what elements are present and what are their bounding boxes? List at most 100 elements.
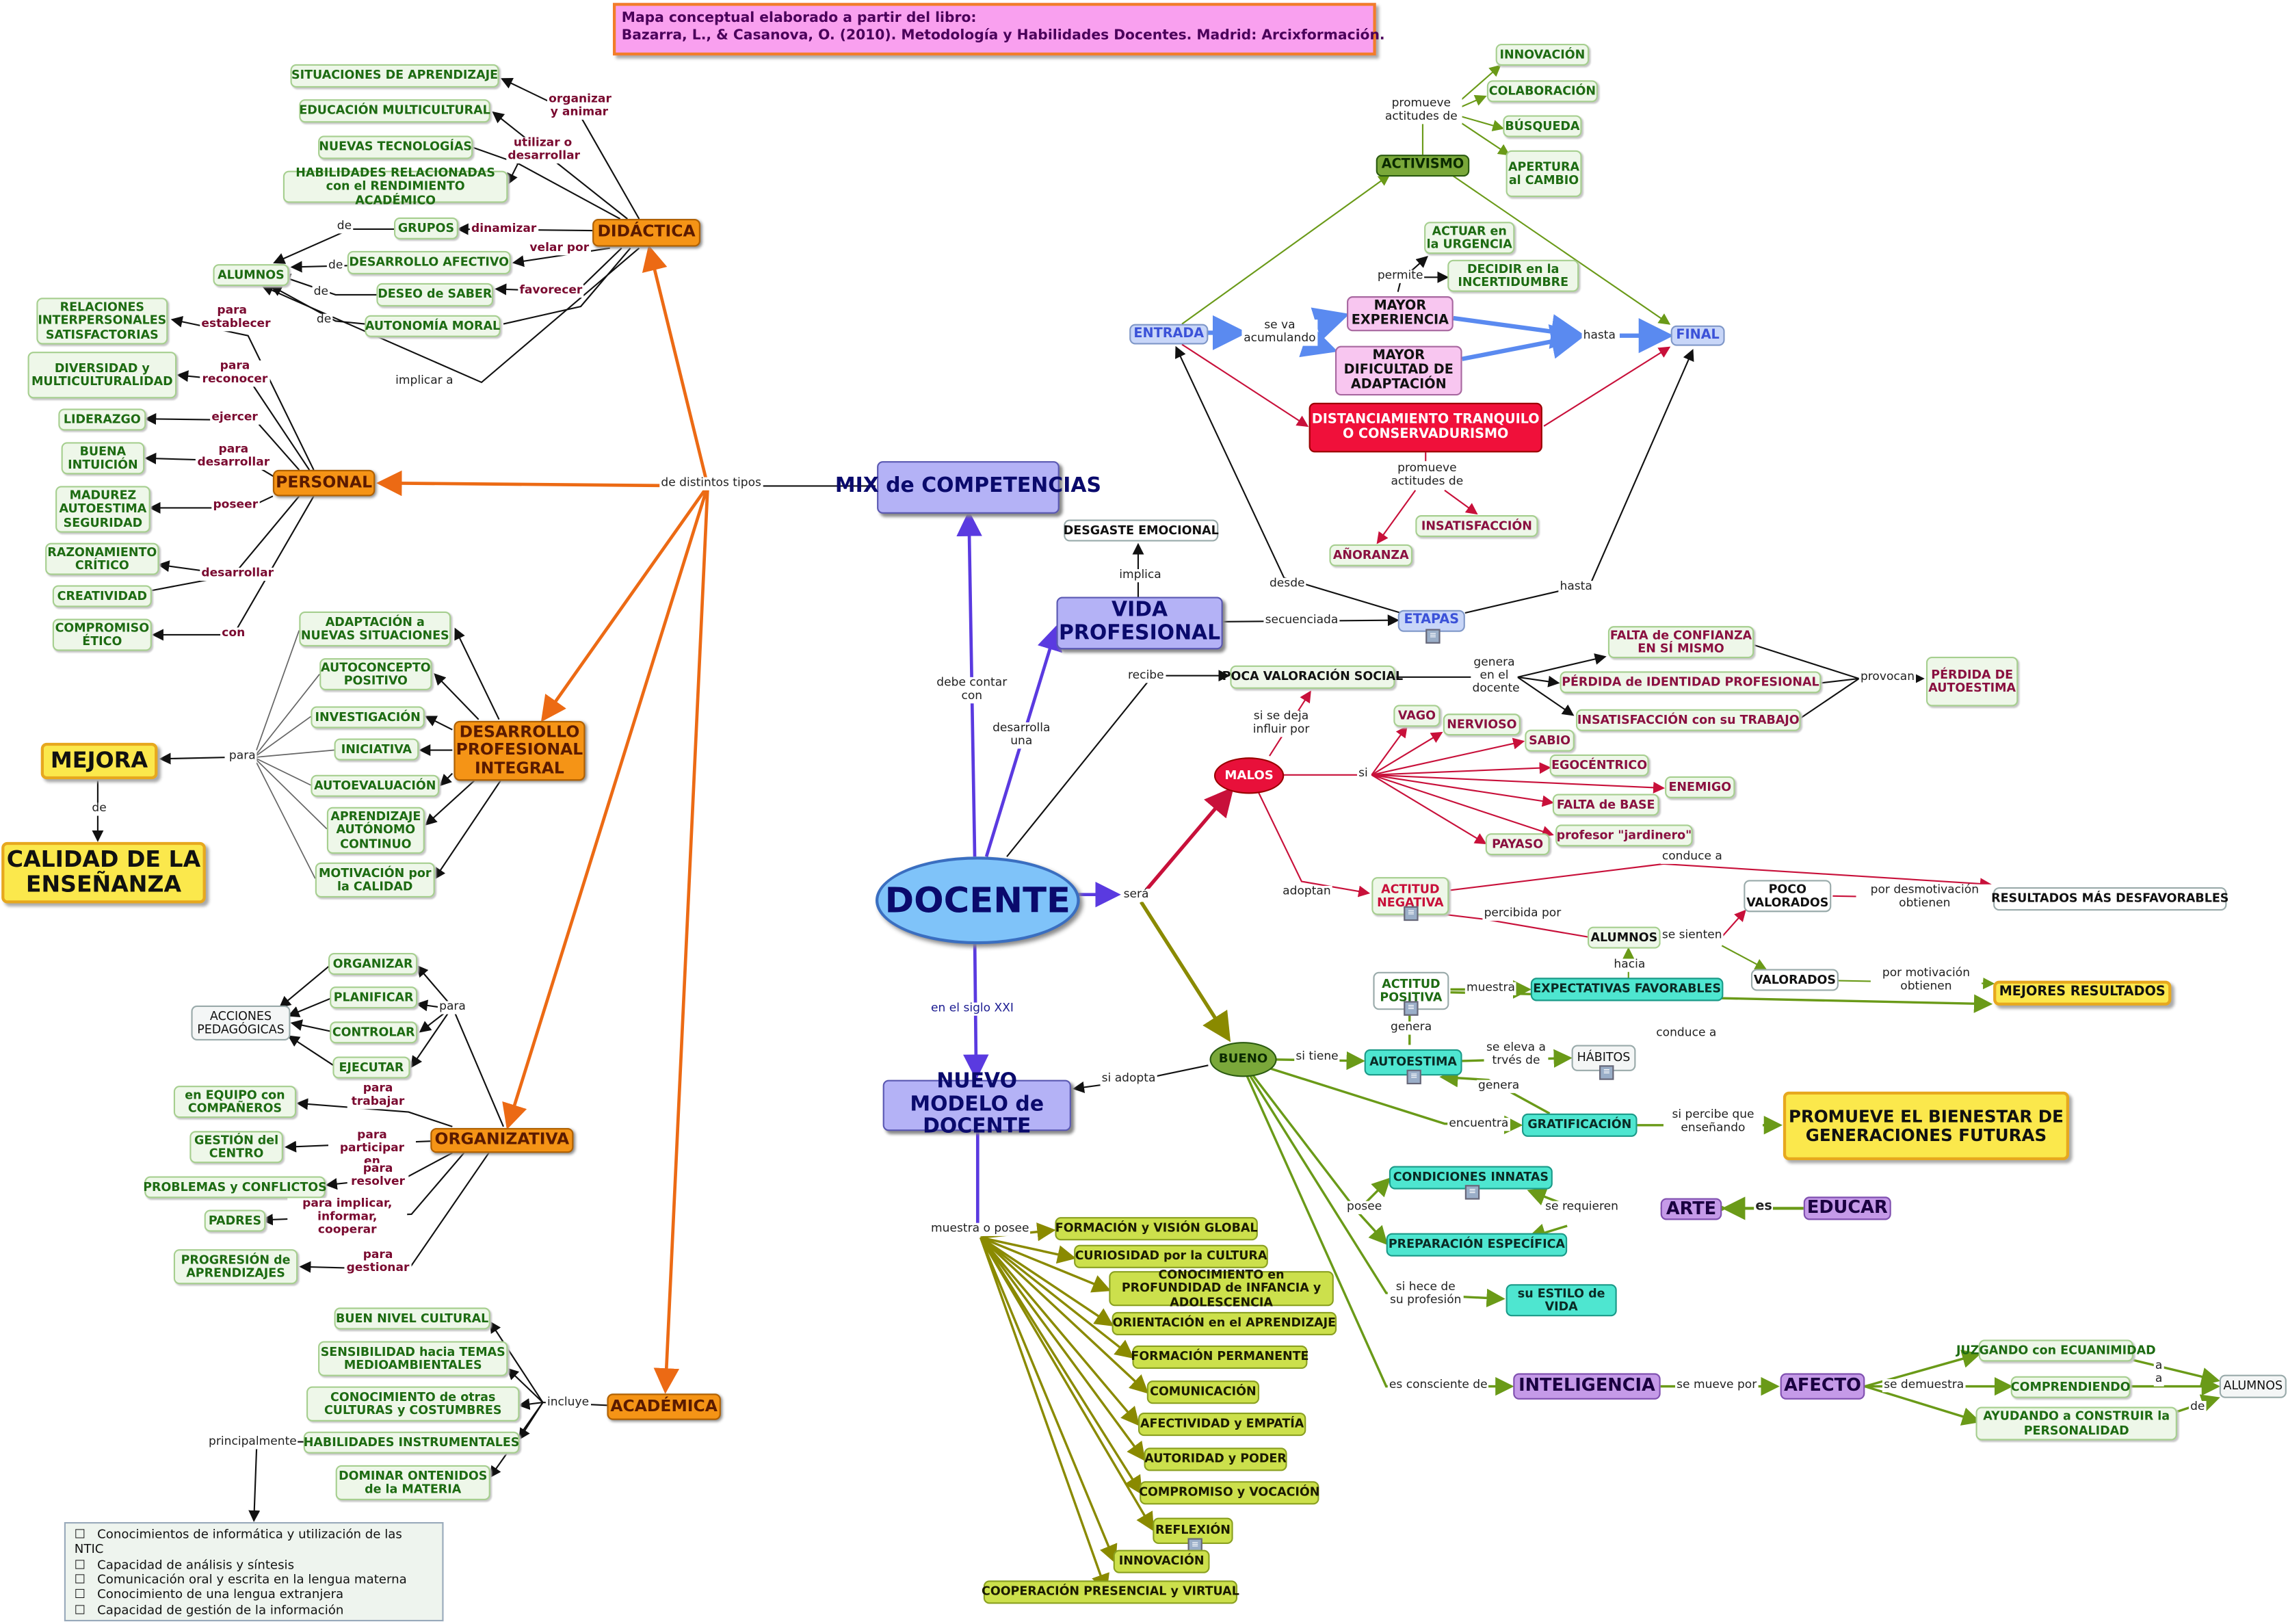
- didactica-item[interactable]: DESARROLLO AFECTIVO: [347, 250, 511, 275]
- personal-item[interactable]: DIVERSIDAD y MULTICULTURALIDAD: [27, 352, 177, 399]
- didactica-item[interactable]: HABILIDADES RELACIONADAS con el RENDIMIE…: [282, 166, 508, 206]
- node-alumnos-final[interactable]: ALUMNOS: [2219, 1374, 2287, 1398]
- node-academica[interactable]: ACADÉMICA: [607, 1393, 721, 1420]
- node-entrada[interactable]: ENTRADA: [1129, 324, 1209, 345]
- malo-type[interactable]: SABIO: [1525, 729, 1575, 752]
- node-preparacion[interactable]: PREPARACIÓN ESPECÍFICA: [1386, 1233, 1568, 1257]
- node-acciones-pedagogicas[interactable]: ACCIONES PEDAGÓGICAS: [191, 1005, 291, 1041]
- node-etapas[interactable]: ETAPAS: [1397, 610, 1465, 632]
- malo-type[interactable]: profesor "jardinero": [1555, 824, 1693, 847]
- didactica-alumnos[interactable]: ALUMNOS: [213, 264, 289, 287]
- malo-type[interactable]: VAGO: [1393, 705, 1441, 727]
- node-arte[interactable]: ARTE: [1660, 1198, 1722, 1220]
- node-mayor-experiencia[interactable]: MAYOR EXPERIENCIA: [1347, 296, 1454, 332]
- node-decidir[interactable]: DECIDIR en la INCERTIDUMBRE: [1447, 259, 1579, 292]
- node-poco-valorados[interactable]: POCO VALORADOS: [1744, 880, 1832, 913]
- integral-item[interactable]: INICIATIVA: [334, 738, 419, 761]
- academica-item[interactable]: HABILIDADES INSTRUMENTALES: [303, 1431, 520, 1454]
- nuevo-item[interactable]: COOPERACIÓN PRESENCIAL y VIRTUAL: [982, 1580, 1239, 1604]
- integral-item[interactable]: INVESTIGACIÓN: [311, 706, 425, 729]
- academica-item[interactable]: CONOCIMIENTO de otras CULTURAS y COSTUMB…: [306, 1386, 520, 1422]
- organizativa-item[interactable]: en EQUIPO con COMPAÑEROS: [173, 1086, 297, 1118]
- activismo-item[interactable]: BÚSQUEDA: [1503, 115, 1582, 137]
- academica-item[interactable]: DOMINAR ONTENIDOS de la MATERIA: [335, 1465, 490, 1501]
- nuevo-item[interactable]: INNOVACIÓN: [1113, 1549, 1210, 1573]
- organizativa-verb[interactable]: PLANIFICAR: [330, 986, 418, 1009]
- node-calidad-ensenanza[interactable]: CALIDAD DE LA ENSEÑANZA: [1, 841, 206, 904]
- node-promueve-bienestar[interactable]: PROMUEVE EL BIENESTAR DE GENERACIONES FU…: [1783, 1091, 2070, 1160]
- node-distanciamiento[interactable]: DISTANCIAMIENTO TRANQUILO O CONSERVADURI…: [1309, 402, 1542, 453]
- node-mejora[interactable]: MEJORA: [40, 742, 158, 780]
- node-alumnos[interactable]: ALUMNOS: [1588, 926, 1661, 949]
- node-didactica[interactable]: DIDÁCTICA: [592, 218, 700, 247]
- node-inteligencia[interactable]: INTELIGENCIA: [1513, 1373, 1661, 1400]
- node-resultados-desfavorables[interactable]: RESULTADOS MÁS DESFAVORABLES: [1991, 887, 2228, 911]
- organizativa-item[interactable]: PADRES: [204, 1209, 266, 1232]
- node-desarrollo-integral[interactable]: DESARROLLO PROFESIONAL INTEGRAL: [453, 720, 586, 781]
- node-estilo-vida[interactable]: su ESTILO de VIDA: [1505, 1284, 1617, 1317]
- organizativa-item[interactable]: GESTIÓN del CENTRO: [189, 1131, 283, 1164]
- didactica-item[interactable]: EDUCACIÓN MULTICULTURAL: [299, 99, 490, 123]
- node-insatisfaccion[interactable]: INSATISFACCIÓN: [1415, 515, 1538, 538]
- personal-item[interactable]: CREATIVIDAD: [52, 585, 152, 607]
- nuevo-item[interactable]: CONOCIMIENTO en PROFUNDIDAD de INFANCIA …: [1109, 1268, 1334, 1308]
- node-anoranza[interactable]: AÑORANZA: [1329, 544, 1413, 566]
- didactica-item[interactable]: GRUPOS: [393, 217, 458, 239]
- personal-item[interactable]: RAZONAMIENTO CRÍTICO: [45, 542, 159, 575]
- node-organizativa[interactable]: ORGANIZATIVA: [430, 1128, 574, 1153]
- organizativa-item[interactable]: PROBLEMAS y CONFLICTOS: [143, 1176, 327, 1199]
- node-educar[interactable]: EDUCAR: [1803, 1196, 1891, 1220]
- node-bueno[interactable]: BUENO: [1209, 1042, 1277, 1077]
- nuevo-item[interactable]: COMUNICACIÓN: [1146, 1380, 1260, 1404]
- afecto-mode[interactable]: JUZGANDO con ECUANIMIDAD: [1956, 1339, 2156, 1362]
- integral-item[interactable]: APRENDIZAJE AUTÓNOMO CONTINUO: [326, 807, 425, 854]
- node-nuevo-modelo[interactable]: NUEVO MODELO de DOCENTE: [882, 1070, 1071, 1138]
- didactica-item[interactable]: SITUACIONES DE APRENDIZAJE: [290, 64, 499, 88]
- node-valorados[interactable]: VALORADOS: [1750, 969, 1839, 991]
- node-vida-profesional[interactable]: VIDA PROFESIONAL: [1056, 597, 1223, 650]
- didactica-item[interactable]: NUEVAS TECNOLOGÍAS: [318, 135, 473, 159]
- nuevo-item[interactable]: AFECTIVIDAD y EMPATÍA: [1138, 1413, 1306, 1437]
- personal-item[interactable]: LIDERAZGO: [58, 408, 146, 431]
- node-poca-valoracion[interactable]: POCA VALORACIÓN SOCIAL: [1222, 665, 1403, 689]
- malo-type[interactable]: NERVIOSO: [1443, 713, 1521, 736]
- node-docente[interactable]: DOCENTE: [875, 856, 1080, 945]
- integral-item[interactable]: AUTOCONCEPTO POSITIVO: [319, 658, 432, 691]
- didactica-item[interactable]: AUTONOMÍA MORAL: [365, 315, 501, 337]
- malo-type[interactable]: ENEMIGO: [1665, 776, 1735, 798]
- node-personal[interactable]: PERSONAL: [272, 469, 376, 497]
- personal-item[interactable]: MADUREZ AUTOESTIMA SEGURIDAD: [55, 486, 150, 533]
- node-gratificacion[interactable]: GRATIFICACIÓN: [1522, 1113, 1638, 1137]
- afecto-mode[interactable]: AYUDANDO a CONSTRUIR la PERSONALIDAD: [1975, 1406, 2177, 1441]
- nuevo-item[interactable]: COMPROMISO y VOCACIÓN: [1139, 1481, 1319, 1505]
- afecto-mode[interactable]: COMPRENDIENDO: [2010, 1376, 2131, 1398]
- node-mejores-resultados[interactable]: MEJORES RESULTADOS: [1993, 980, 2172, 1006]
- activismo-item[interactable]: INNOVACIÓN: [1495, 43, 1590, 66]
- nuevo-item[interactable]: FORMACIÓN y VISIÓN GLOBAL: [1055, 1217, 1258, 1241]
- social-effect[interactable]: PÉRDIDA de IDENTIDAD PROFESIONAL: [1560, 671, 1822, 694]
- organizativa-item[interactable]: PROGRESIÓN de APRENDIZAJES: [173, 1249, 298, 1285]
- node-mayor-dificultad[interactable]: MAYOR DIFICULTAD DE ADAPTACIÓN: [1334, 345, 1462, 396]
- social-effect[interactable]: FALTA de CONFIANZA EN SÍ MISMO: [1607, 626, 1754, 659]
- integral-item[interactable]: ADAPTACIÓN a NUEVAS SITUACIONES: [299, 611, 451, 647]
- activismo-item[interactable]: APERTURA al CAMBIO: [1505, 150, 1582, 197]
- integral-item[interactable]: MOTIVACIÓN por la CALIDAD: [315, 862, 435, 898]
- academica-item[interactable]: BUEN NIVEL CULTURAL: [334, 1307, 490, 1330]
- personal-item[interactable]: COMPROMISO ÉTICO: [52, 618, 152, 651]
- node-perdida-autoestima[interactable]: PÉRDIDA DE AUTOESTIMA: [1925, 656, 2019, 707]
- malo-type[interactable]: FALTA de BASE: [1552, 794, 1659, 816]
- integral-item[interactable]: AUTOEVALUACIÓN: [311, 774, 440, 797]
- node-final[interactable]: FINAL: [1670, 325, 1725, 346]
- node-actuar[interactable]: ACTUAR en la URGENCIA: [1424, 222, 1515, 254]
- organizativa-verb[interactable]: EJECUTAR: [332, 1056, 410, 1079]
- didactica-item[interactable]: DESEO de SABER: [376, 283, 494, 306]
- social-effect[interactable]: INSATISFACCIÓN con su TRABAJO: [1575, 709, 1801, 731]
- nuevo-item[interactable]: ORIENTACIÓN en el APRENDIZAJE: [1112, 1311, 1337, 1335]
- organizativa-verb[interactable]: CONTROLAR: [330, 1021, 418, 1044]
- malo-type[interactable]: PAYASO: [1485, 833, 1550, 856]
- node-afecto[interactable]: AFECTO: [1780, 1373, 1865, 1400]
- academica-item[interactable]: SENSIBILIDAD hacia TEMAS MEDIOAMBIENTALE…: [318, 1341, 508, 1376]
- node-mix-competencias[interactable]: MIX de COMPETENCIAS: [835, 461, 1101, 514]
- nuevo-item[interactable]: AUTORIDAD y PODER: [1144, 1448, 1287, 1471]
- personal-item[interactable]: RELACIONES INTERPERSONALES SATISFACTORIA…: [36, 298, 168, 345]
